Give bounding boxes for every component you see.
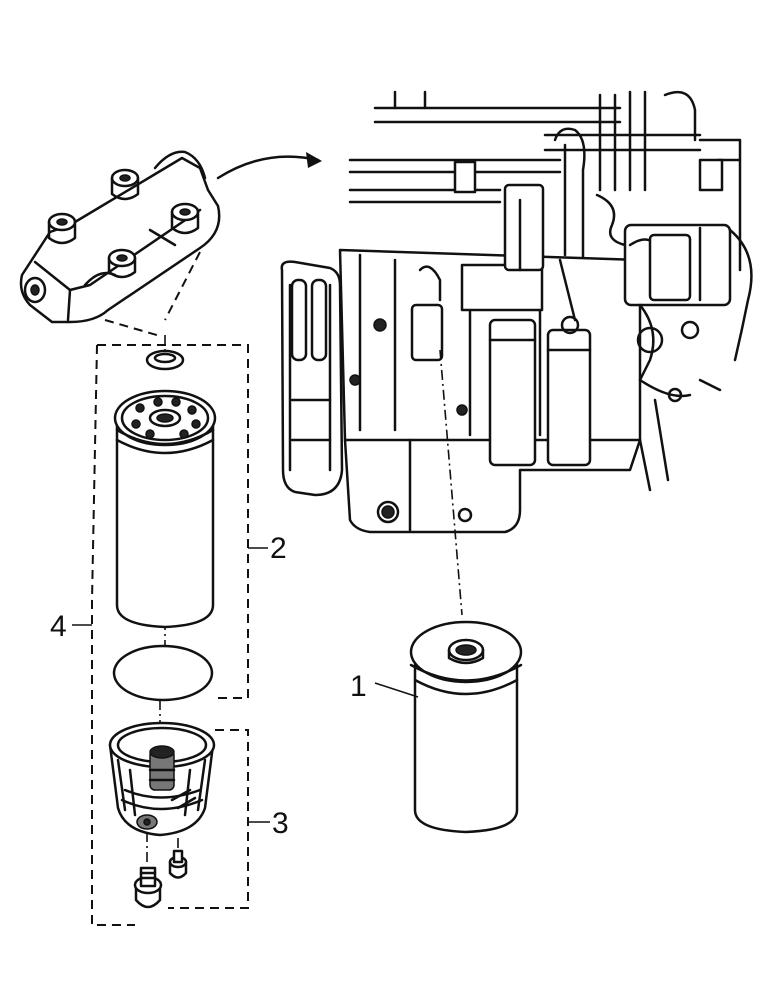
centre-line-engine <box>439 349 463 616</box>
callout-label-4: 4 <box>50 610 67 643</box>
drain-plug <box>133 866 163 909</box>
callout-label-1: 1 <box>350 670 367 703</box>
callout-2: 2 <box>248 532 287 565</box>
location-arrow <box>216 152 322 180</box>
filter-cartridge <box>113 389 217 629</box>
o-ring-seal <box>112 644 214 702</box>
callout-3: 3 <box>248 807 289 840</box>
centre-line-bowl <box>146 832 179 865</box>
vent-plug <box>168 849 188 879</box>
engine-illustration <box>280 90 753 534</box>
alignment-line <box>104 251 201 337</box>
filter-head <box>19 150 221 324</box>
water-separator-bowl <box>108 721 216 837</box>
callout-1: 1 <box>350 670 419 703</box>
sealing-ring <box>145 349 185 371</box>
filter-element <box>409 620 523 834</box>
callout-label-2: 2 <box>270 532 287 565</box>
callout-4: 4 <box>50 610 92 643</box>
callout-label-3: 3 <box>272 807 289 840</box>
group-boxes <box>91 344 249 926</box>
